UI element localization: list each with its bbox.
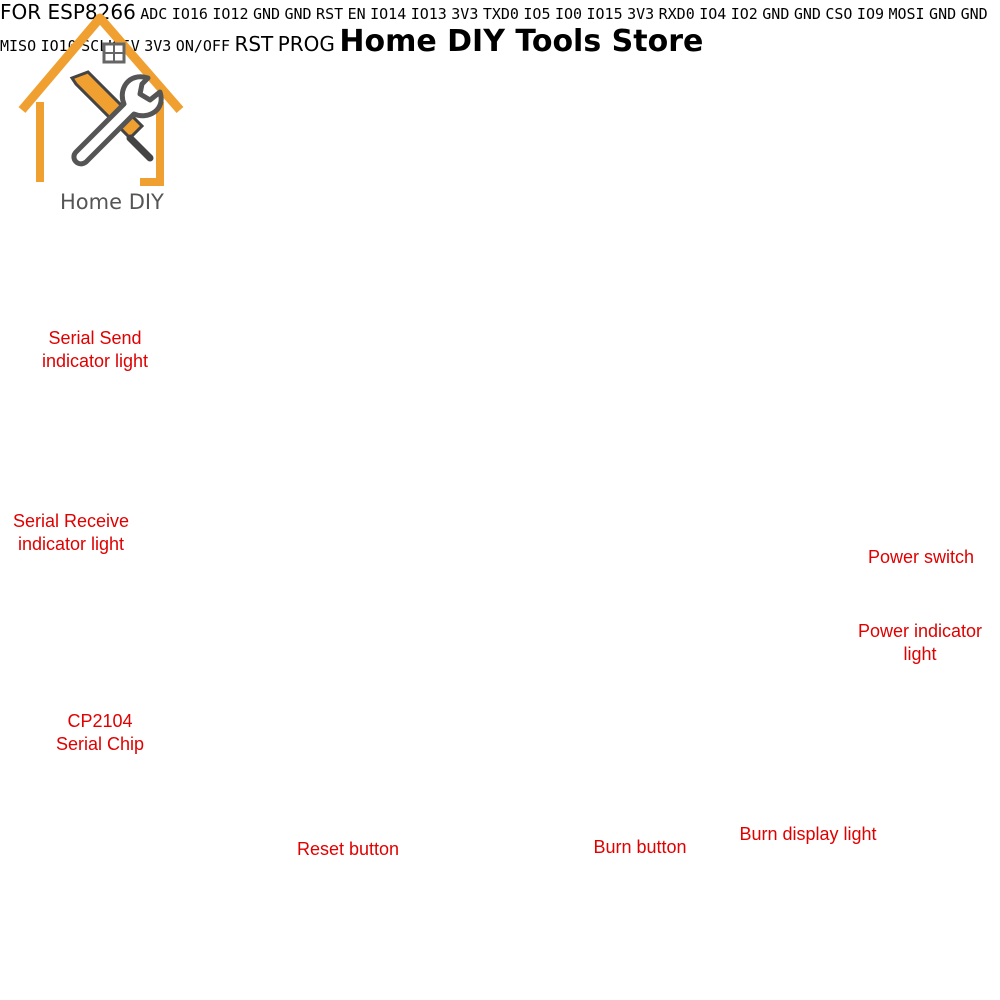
switch-label: ON/OFF bbox=[175, 37, 230, 55]
rst-label: RST bbox=[234, 32, 274, 56]
pin-label-3v3: 3V3 bbox=[451, 5, 479, 23]
pin-label-3v3: 3V3 bbox=[627, 5, 655, 23]
pin-label-rst: RST bbox=[316, 5, 344, 23]
spi-label-mosi: MOSI bbox=[888, 5, 925, 23]
spi-label-miso: MISO bbox=[0, 37, 37, 55]
pin-label-io2: IO2 bbox=[730, 5, 758, 23]
callout-line: Serial Send bbox=[48, 328, 142, 348]
callout-serial-send: Serial Send indicator light bbox=[30, 327, 160, 373]
pin-label-gnd: GND bbox=[252, 5, 281, 23]
spi-label-3v3: 3V3 bbox=[144, 37, 172, 55]
spi-label-cso: CSO bbox=[825, 5, 853, 23]
callout-line: Serial Receive bbox=[12, 511, 130, 531]
spi-label-io9: IO9 bbox=[856, 5, 885, 23]
pin-label-io16: IO16 bbox=[171, 5, 208, 23]
pin-label-io0: IO0 bbox=[554, 5, 583, 23]
callout-serial-receive: Serial Receive indicator light bbox=[6, 510, 136, 556]
pin-label-adc: ADC bbox=[140, 5, 168, 23]
brand-logo-text: Home DIY bbox=[60, 190, 164, 214]
callout-reset-button: Reset button bbox=[296, 839, 400, 859]
callout-line: CP2104 bbox=[67, 711, 133, 731]
callout-line: light bbox=[903, 644, 937, 664]
pin-label-en: EN bbox=[347, 5, 366, 23]
pin-label-io12: IO12 bbox=[212, 5, 249, 23]
pin-label-rxd0: RXD0 bbox=[658, 5, 695, 23]
pin-label-io4: IO4 bbox=[699, 5, 727, 23]
spi-label-gnd: GND bbox=[960, 5, 988, 23]
wrench-icon bbox=[71, 74, 164, 167]
callout-cp2104: CP2104 Serial Chip bbox=[40, 710, 160, 756]
pin-label-io5: IO5 bbox=[523, 5, 551, 23]
callout-line: indicator light bbox=[17, 534, 125, 554]
pin-label-gnd: GND bbox=[284, 5, 312, 23]
pin-label-gnd: GND bbox=[762, 5, 790, 23]
tantalum-capacitor: ON/OFF RST PROG Home DIY Tools Store bbox=[13, 24, 982, 859]
callout-power-switch: Power switch bbox=[867, 547, 975, 567]
house-logo-icon bbox=[18, 13, 184, 186]
pin-label-txd0: TXD0 bbox=[482, 5, 519, 23]
callout-line: Power indicator bbox=[857, 621, 983, 641]
board-title: FOR ESP8266 bbox=[0, 0, 136, 24]
pcb-board: FOR ESP8266 ADC IO16 IO12 GND GND RST EN… bbox=[0, 0, 988, 859]
spi-header-block: CSO IO9 MOSI GND GND MISO IO10 SCLK 5V 3… bbox=[0, 5, 988, 859]
callout-burn-display-light: Burn display light bbox=[739, 824, 877, 844]
callout-line: indicator light bbox=[41, 351, 149, 371]
pin-label-io14: IO14 bbox=[370, 5, 407, 23]
callout-burn-button: Burn button bbox=[593, 837, 687, 857]
prog-label: PROG bbox=[277, 32, 335, 56]
pin-label-io13: IO13 bbox=[410, 5, 447, 23]
pin-label-io15: IO15 bbox=[586, 5, 623, 23]
pin-label-gnd: GND bbox=[793, 5, 821, 23]
store-watermark: Home DIY Tools Store bbox=[339, 24, 704, 59]
callout-line: Serial Chip bbox=[55, 734, 145, 754]
spi-label-gnd: GND bbox=[929, 5, 957, 23]
callout-power-indicator: Power indicator light bbox=[848, 620, 992, 666]
